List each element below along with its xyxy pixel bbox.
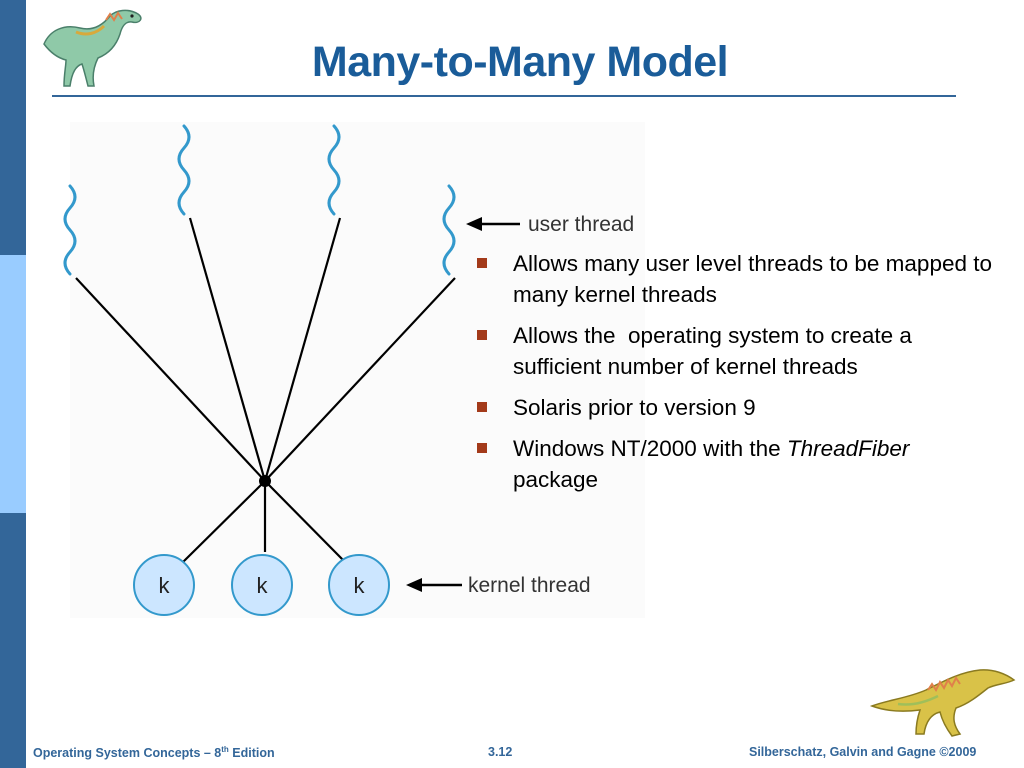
bullet-text-before: Windows NT/2000 with the	[513, 436, 787, 461]
square-bullet-icon	[477, 258, 487, 268]
title-divider	[52, 95, 956, 97]
kernel-thread-node: k	[328, 554, 390, 616]
bullet-item: Allows many user level threads to be map…	[476, 248, 996, 310]
many-to-many-diagram: k k k user thread kernel thread	[63, 122, 645, 618]
left-sidebar-highlight	[0, 255, 26, 513]
hub-to-kernel-line	[182, 480, 266, 563]
kernel-thread-arrow	[406, 578, 462, 592]
hub-to-kernel-line	[264, 480, 346, 563]
user-thread-wave	[177, 124, 191, 216]
footer-book-title-sup: th	[221, 745, 229, 754]
footer-book-title-tail: Edition	[228, 746, 275, 761]
user-to-hub-line	[263, 217, 342, 482]
diagram-background	[70, 122, 645, 618]
user-thread-arrow	[466, 217, 520, 231]
kernel-node-label: k	[354, 573, 366, 598]
footer-book-title: Operating System Concepts – 8th Edition	[33, 745, 275, 760]
user-to-hub-line	[188, 217, 267, 482]
user-thread-wave	[327, 124, 341, 216]
dinosaur-logo-top-icon	[43, 9, 142, 87]
kernel-thread-label: kernel thread	[468, 574, 591, 597]
square-bullet-icon	[477, 330, 487, 340]
footer-page-number: 3.12	[488, 745, 513, 759]
hub-node	[259, 475, 271, 487]
footer-book-title-main: Operating System Concepts – 8	[33, 746, 222, 761]
user-to-hub-line	[264, 277, 456, 482]
square-bullet-icon	[477, 443, 487, 453]
bullet-text: Solaris prior to version 9	[513, 395, 756, 420]
bullet-item: Solaris prior to version 9	[476, 392, 996, 423]
user-thread-label: user thread	[528, 213, 634, 236]
bullet-item: Windows NT/2000 with the ThreadFiber pac…	[476, 433, 996, 495]
kernel-thread-node: k	[133, 554, 195, 616]
dinosaur-logo-bottom-icon	[869, 669, 1016, 737]
bullet-text-after: package	[513, 436, 916, 492]
user-thread-wave	[442, 184, 456, 276]
bullet-list: Allows many user level threads to be map…	[476, 248, 996, 505]
bullet-text: Allows many user level threads to be map…	[513, 251, 993, 307]
square-bullet-icon	[477, 402, 487, 412]
user-thread-wave	[63, 184, 77, 276]
bullet-text: Allows the operating system to create a …	[513, 323, 919, 379]
user-to-hub-line	[75, 277, 266, 482]
kernel-node-label: k	[257, 573, 269, 598]
footer-authors: Silberschatz, Galvin and Gagne ©2009	[749, 745, 977, 759]
page-title: Many-to-Many Model	[311, 38, 729, 86]
kernel-node-label: k	[159, 573, 171, 598]
bullet-item: Allows the operating system to create a …	[476, 320, 996, 382]
kernel-thread-node: k	[231, 554, 293, 616]
bullet-text-italic: ThreadFiber	[786, 436, 910, 461]
